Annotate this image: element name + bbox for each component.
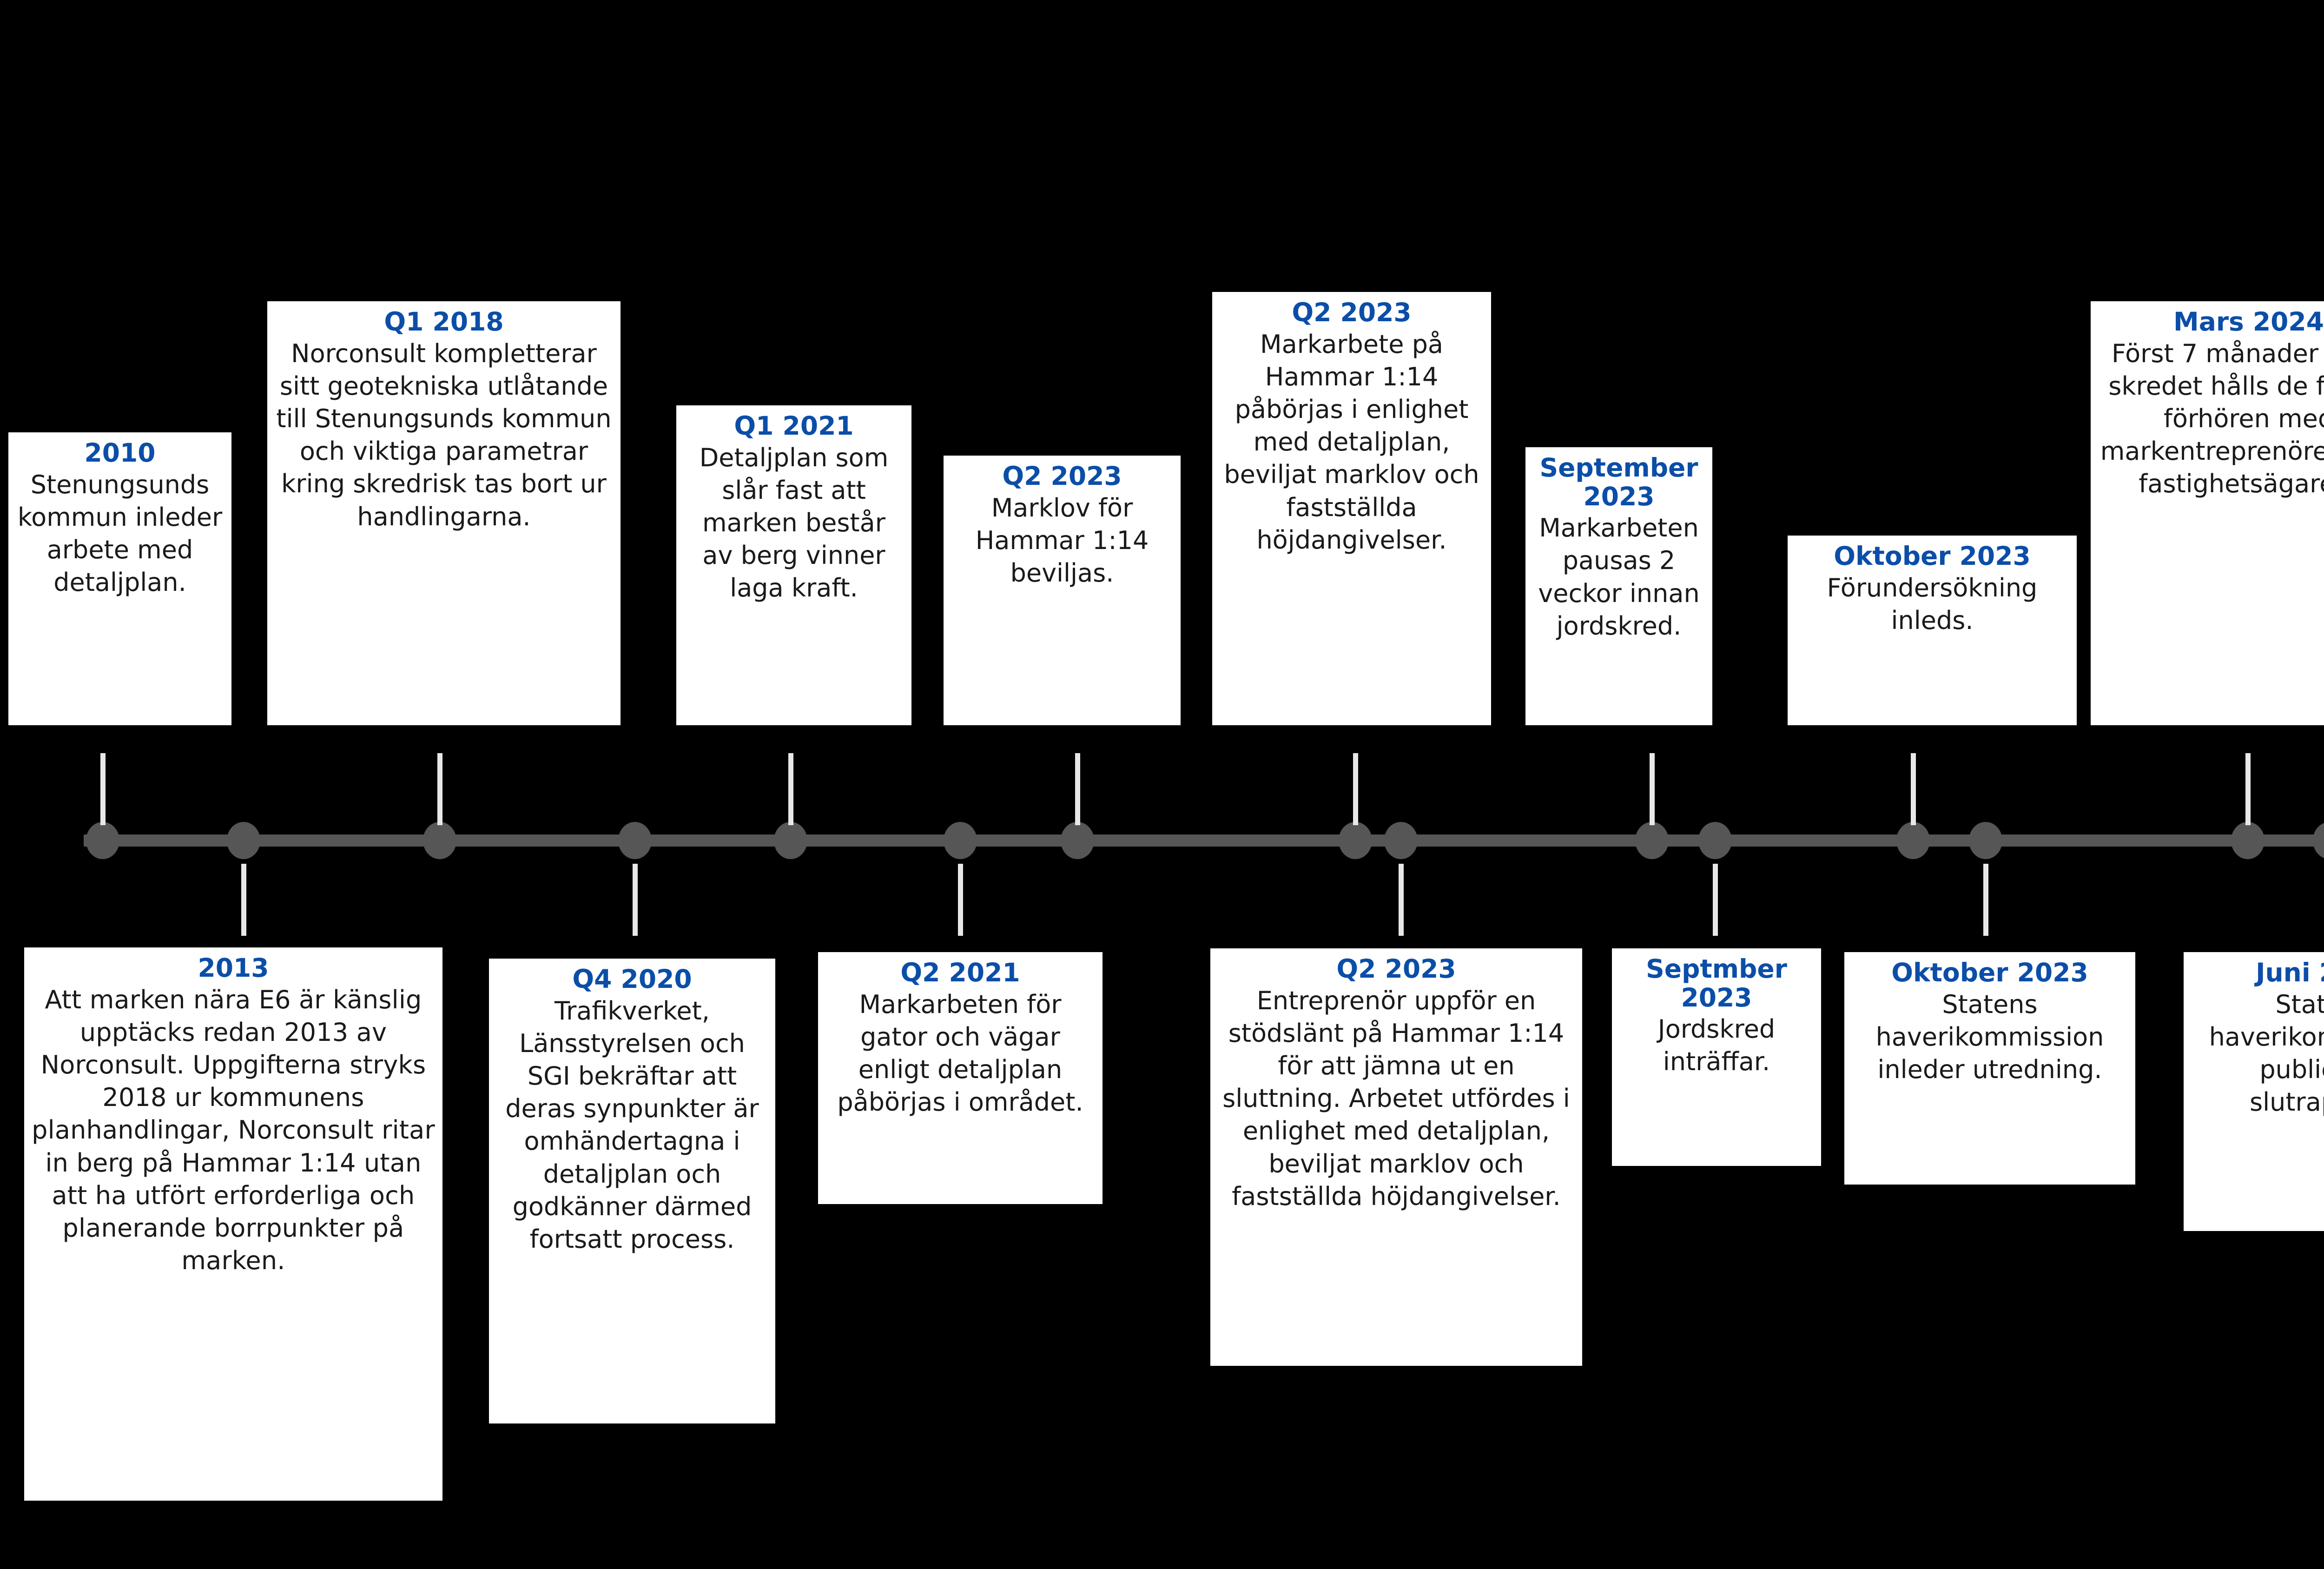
timeline-marker-10[interactable]	[1635, 822, 1669, 859]
card-text: Trafikverket, Länsstyrelsen och SGI bekr…	[505, 996, 759, 1254]
connector-stem-up-4	[1075, 753, 1080, 825]
card-text: Markarbete på Hammar 1:14 påbörjas i enl…	[1224, 329, 1479, 555]
timeline-card-below-q2-2021[interactable]: Q2 2021 Markarbeten för gator och vägar …	[818, 952, 1103, 1204]
card-date: Q2 2023	[1002, 461, 1122, 491]
card-text: Förundersökning inleds.	[1827, 573, 2038, 635]
card-date: Q4 2020	[572, 964, 692, 994]
card-date: Q1 2018	[384, 307, 504, 337]
card-text: Jordskred inträffar.	[1657, 1014, 1776, 1077]
connector-stem-up-3	[788, 753, 793, 825]
card-text: Norconsult kompletterar sitt geotekniska…	[276, 338, 612, 531]
connector-stem-down-5	[1713, 864, 1718, 936]
timeline-marker-4[interactable]	[618, 822, 652, 859]
card-text: Statens haverikommission inleder utredni…	[1875, 989, 2104, 1084]
connector-stem-up-1	[100, 753, 106, 825]
timeline-card-above-q1-2021[interactable]: Q1 2021 Detaljplan som slår fast att mar…	[676, 405, 911, 725]
card-date: Septmber 2023	[1646, 954, 1787, 1013]
card-date: September 2023	[1539, 453, 1698, 511]
timeline-marker-3[interactable]	[423, 822, 456, 859]
connector-stem-up-2	[437, 753, 442, 825]
timeline-card-below-oktober-2023[interactable]: Oktober 2023 Statens haverikommission in…	[1844, 952, 2135, 1185]
connector-stem-down-4	[1399, 864, 1404, 936]
card-text: Först 7 månader efter skredet hålls de f…	[2100, 338, 2324, 499]
timeline-card-above-q2-2023-marklov[interactable]: Q2 2023 Marklov för Hammar 1:14 beviljas…	[944, 456, 1181, 725]
timeline-marker-9[interactable]	[1384, 822, 1418, 859]
timeline-marker-6[interactable]	[944, 822, 977, 859]
timeline-card-below-septmber-2023[interactable]: Septmber 2023 Jordskred inträffar.	[1612, 948, 1821, 1166]
card-text: Statens haverikommission publicerar slut…	[2209, 989, 2324, 1117]
card-date: 2013	[198, 953, 269, 983]
connector-stem-down-3	[958, 864, 963, 936]
timeline-marker-13[interactable]	[1969, 822, 2002, 859]
timeline-marker-7[interactable]	[1061, 822, 1094, 859]
timeline-card-below-q4-2020[interactable]: Q4 2020 Trafikverket, Länsstyrelsen och …	[489, 959, 775, 1423]
timeline-axis	[84, 834, 2324, 847]
timeline-card-above-mars-2024[interactable]: Mars 2024 Först 7 månader efter skredet …	[2091, 301, 2324, 725]
timeline-marker-11[interactable]	[1698, 822, 1732, 859]
connector-stem-up-7	[1911, 753, 1916, 825]
timeline-marker-14[interactable]	[2231, 822, 2265, 859]
timeline-card-above-q1-2018[interactable]: Q1 2018 Norconsult kompletterar sitt geo…	[267, 301, 621, 725]
card-date: Q2 2021	[900, 958, 1020, 987]
timeline-marker-8[interactable]	[1339, 822, 1372, 859]
timeline-marker-2[interactable]	[227, 822, 260, 859]
connector-stem-down-2	[633, 864, 638, 936]
card-date: Juni 2025	[2256, 958, 2324, 987]
timeline-card-below-2013[interactable]: 2013 Att marken nära E6 är känslig upptä…	[24, 947, 442, 1501]
card-text: Marklov för Hammar 1:14 beviljas.	[975, 493, 1149, 588]
connector-stem-down-6	[1983, 864, 1988, 936]
timeline-card-below-q2-2023[interactable]: Q2 2023 Entreprenör uppför en stödslänt …	[1210, 948, 1582, 1366]
card-text: Stenungsunds kommun inleder arbete med d…	[17, 470, 223, 597]
connector-stem-up-5	[1353, 753, 1358, 825]
timeline-marker-1[interactable]	[86, 822, 119, 859]
card-text: Entreprenör uppför en stödslänt på Hamma…	[1222, 986, 1570, 1211]
timeline-marker-15[interactable]	[2313, 822, 2324, 859]
card-date: Oktober 2023	[1891, 958, 2088, 987]
card-text: Markarbeten pausas 2 veckor innan jordsk…	[1538, 513, 1700, 641]
connector-stem-up-8	[2245, 753, 2251, 825]
card-date: Q1 2021	[734, 411, 854, 441]
timeline-marker-12[interactable]	[1896, 822, 1930, 859]
card-date: Mars 2024	[2173, 307, 2324, 337]
connector-stem-up-6	[1650, 753, 1655, 825]
timeline-card-above-september-2023[interactable]: September 2023 Markarbeten pausas 2 veck…	[1525, 447, 1712, 725]
card-date: Q2 2023	[1336, 954, 1456, 984]
card-date: Q2 2023	[1292, 298, 1412, 327]
card-date: 2010	[84, 438, 156, 468]
card-text: Markarbeten för gator och vägar enligt d…	[837, 989, 1083, 1117]
timeline-card-above-oktober-2023[interactable]: Oktober 2023 Förundersökning inleds.	[1788, 536, 2077, 725]
timeline-card-above-2010[interactable]: 2010 Stenungsunds kommun inleder arbete …	[8, 432, 231, 725]
timeline-card-below-juni-2025[interactable]: Juni 2025 Statens haverikommission publi…	[2184, 952, 2324, 1231]
card-date: Oktober 2023	[1834, 541, 2031, 571]
card-text: Detaljplan som slår fast att marken best…	[699, 443, 889, 603]
card-text: Att marken nära E6 är känslig upptäcks r…	[32, 985, 435, 1276]
timeline-marker-5[interactable]	[774, 822, 807, 859]
connector-stem-down-1	[241, 864, 246, 936]
timeline-card-above-q2-2023-markarbete[interactable]: Q2 2023 Markarbete på Hammar 1:14 påbörj…	[1212, 292, 1491, 725]
